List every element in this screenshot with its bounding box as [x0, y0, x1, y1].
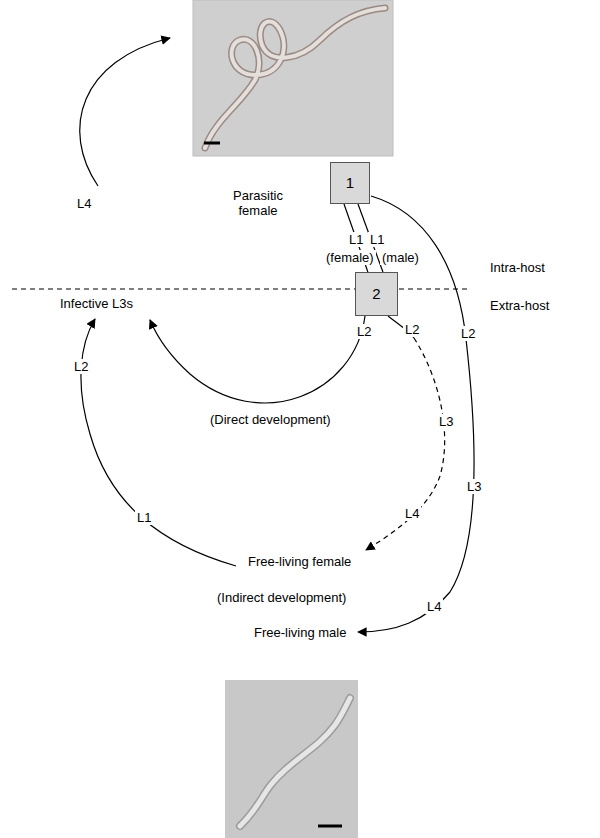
stage-label: L1	[135, 510, 153, 525]
host-boundary	[12, 288, 470, 289]
stage-label: (Direct development)	[208, 412, 333, 427]
stage-label: L4	[425, 599, 443, 614]
stage-label: Extra-host	[488, 298, 551, 313]
stage-box: 1	[330, 162, 370, 204]
box-number: 1	[346, 174, 354, 192]
stage-label: L2	[403, 322, 421, 337]
stage-label: Free-living female	[246, 554, 353, 569]
stage-label: Infective L3s	[58, 296, 135, 311]
stage-label: L4	[403, 506, 421, 521]
stage-label: L2	[72, 359, 90, 374]
stage-label: L4	[75, 196, 93, 211]
parasitic-female-micrograph	[193, 0, 393, 156]
stage-label: Parasitic female	[219, 188, 297, 218]
stage-label: L3	[437, 414, 455, 429]
stage-label: (Indirect development)	[215, 590, 348, 605]
cycle-arrows	[12, 38, 474, 632]
stage-label: (female)	[324, 250, 376, 265]
stage-label: (male)	[380, 250, 421, 265]
stage-label: Intra-host	[488, 260, 547, 275]
stage-label: L3	[465, 479, 483, 494]
stage-label: Free-living male	[252, 625, 348, 640]
stage-label: L2	[355, 324, 373, 339]
box-number: 2	[372, 285, 380, 303]
stage-label: L1	[368, 232, 386, 247]
stage-label: L1	[347, 232, 365, 247]
female-path-dashed	[366, 338, 445, 550]
free-living-micrograph	[225, 680, 358, 838]
direct-path	[150, 316, 365, 403]
stage-label: L2	[459, 326, 477, 341]
indirect-return-path	[81, 319, 236, 566]
stage-box: 2	[355, 272, 398, 316]
to-parasitic-arrow	[80, 38, 170, 186]
